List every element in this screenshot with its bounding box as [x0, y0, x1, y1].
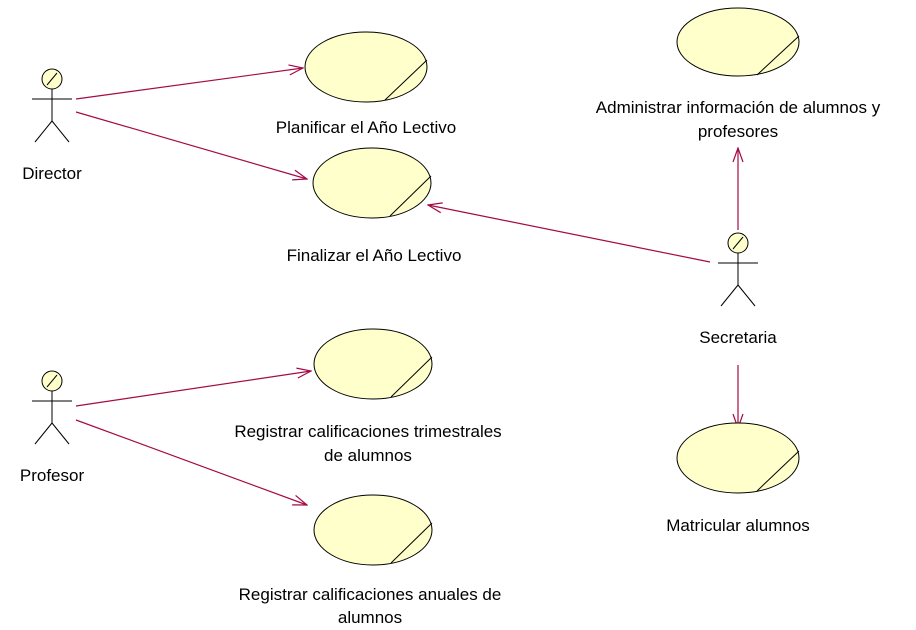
use-case-planificar[interactable] — [304, 31, 428, 103]
actor-label-profesor: Profesor — [19, 466, 85, 485]
use-case-matricular[interactable] — [676, 422, 800, 494]
use-case-label-anuales-line1: Registrar calificaciones anuales de — [238, 585, 502, 604]
association-profesor-anuales[interactable] — [75, 419, 307, 505]
use-case-label-trimestrales-line1: Registrar calificaciones trimestrales — [234, 422, 502, 441]
use-case-finalizar[interactable] — [312, 147, 432, 219]
actor-secretaria[interactable] — [718, 232, 758, 307]
use-case-label-trimestrales-line2: de alumnos — [324, 446, 412, 465]
use-case-label-anuales-line2: alumnos — [337, 608, 403, 627]
use-case-label-administrar-line2: profesores — [697, 122, 779, 141]
association-profesor-trimestrales[interactable] — [75, 371, 311, 407]
use-case-label-matricular: Matricular alumnos — [666, 516, 810, 535]
use-case-label-planificar: Planificar el Año Lectivo — [275, 118, 457, 137]
association-director-finalizar[interactable] — [75, 111, 307, 179]
actor-profesor[interactable] — [32, 370, 72, 445]
use-case-label-finalizar: Finalizar el Año Lectivo — [286, 246, 462, 265]
association-secretaria-finalizar[interactable] — [428, 205, 711, 263]
use-case-label-administrar-line1: Administrar información de alumnos y — [595, 98, 881, 117]
actor-label-director: Director — [22, 164, 82, 183]
use-case-registrar-anuales[interactable] — [313, 494, 433, 566]
use-case-administrar[interactable] — [676, 7, 800, 77]
association-director-planificar[interactable] — [75, 68, 303, 100]
actor-director[interactable] — [32, 68, 72, 143]
use-case-registrar-trimestrales[interactable] — [313, 328, 433, 400]
actor-label-secretaria: Secretaria — [699, 328, 777, 347]
